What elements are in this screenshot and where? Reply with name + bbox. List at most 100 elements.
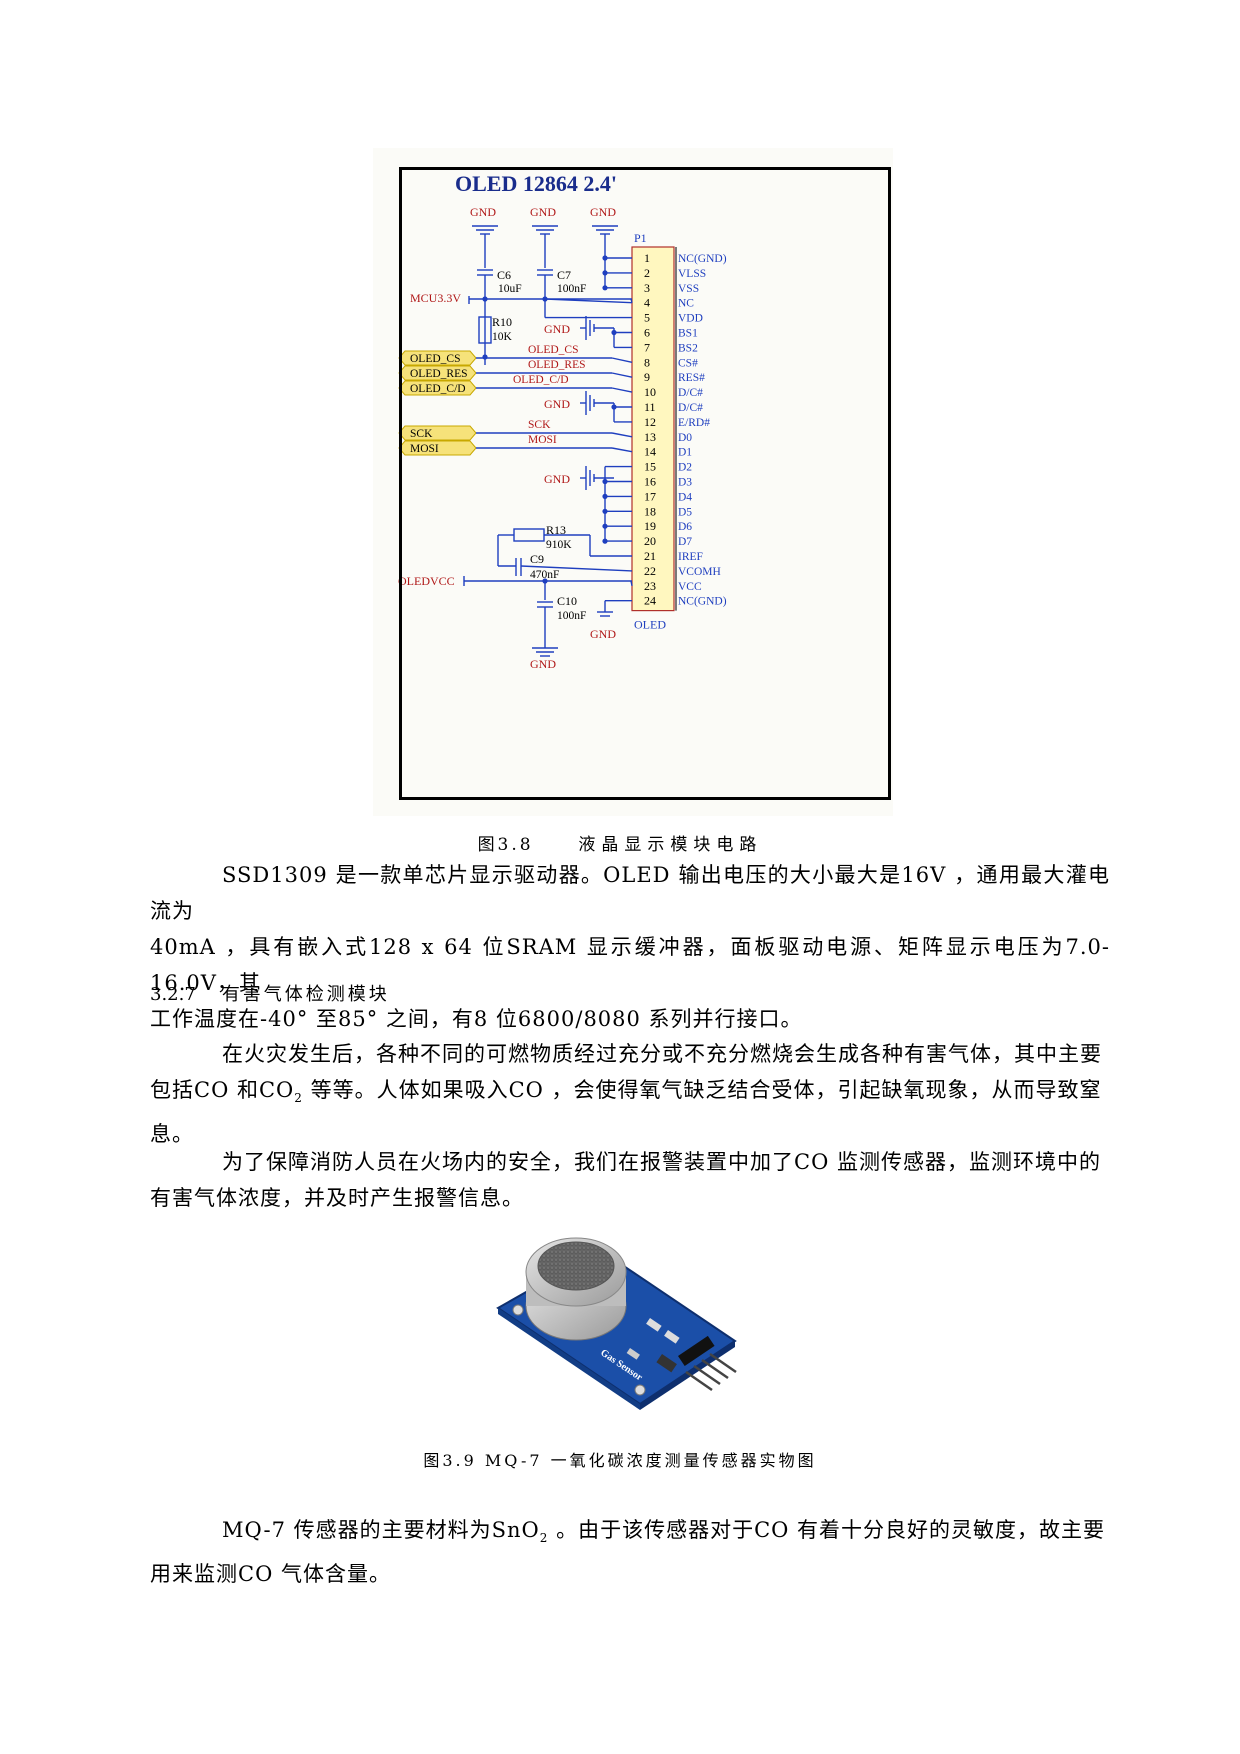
gnd-label-top: GND: [590, 205, 616, 219]
port-label: SCK: [410, 428, 433, 440]
c9-value: 470nF: [530, 569, 559, 581]
paragraph-co-monitor: 为了保障消防人员在火场内的安全，我们在报警装置中加了CO 监测传感器，监测环境中…: [150, 1144, 1110, 1216]
para2-line2: 包括CO 和CO2 等等。人体如果吸入CO ，会使得氧气缺乏结合受体，引起缺氧现…: [150, 1072, 1110, 1116]
pin-name: D3: [678, 477, 692, 489]
sno2-subscript: 2: [539, 1531, 549, 1546]
gnd-label: GND: [544, 322, 570, 336]
pin-number: 13: [644, 430, 656, 444]
pin-name: D1: [678, 447, 692, 459]
pin-name: VSS: [678, 283, 699, 295]
junction-dot: [611, 329, 617, 336]
gnd-label: GND: [544, 472, 570, 486]
para4-line2: 用来监测CO 气体含量。: [150, 1562, 391, 1587]
figure-3-8-caption: 图3.8 液晶显示模块电路: [0, 830, 1240, 855]
c10-name: C10: [557, 594, 577, 608]
caption-text: 液晶显示模块电路: [578, 835, 763, 855]
wire: [630, 298, 633, 303]
pin-number: 7: [644, 340, 650, 354]
r13-name: R13: [546, 523, 566, 537]
pin-number: 3: [644, 281, 650, 295]
oledvcc-net-label: OLEDVCC: [398, 574, 455, 588]
pin-number: 17: [644, 489, 656, 503]
caption-number: 图3.8: [477, 835, 534, 855]
pin-number: 24: [644, 594, 656, 608]
pin-number: 1: [644, 251, 650, 265]
connector-part: OLED: [634, 618, 666, 632]
pin-name: NC(GND): [678, 596, 727, 608]
para2-line3: 息。: [150, 1122, 194, 1147]
r10-resistor: [478, 316, 492, 344]
pin-number: 10: [644, 385, 656, 399]
para2-line2-b: 等等。人体如果吸入CO ，会使得氧气缺乏结合受体，引起缺氧现象，从而导致窒: [302, 1078, 1102, 1102]
c7-value: 100nF: [557, 283, 586, 295]
para1-line3: 工作温度在-40° 至85° 之间，有8 位6800/8080 系列并行接口。: [150, 1007, 803, 1031]
para3-line2: 有害气体浓度，并及时产生报警信息。: [150, 1186, 524, 1210]
paragraph-ssd1309: SSD1309 是一款单芯片显示驱动器。OLED 输出电压的大小最大是16V ，…: [150, 857, 1110, 1037]
pin-name: D/C#: [678, 387, 703, 399]
net-label: OLED_RES: [528, 359, 586, 371]
net-label: OLED_C/D: [513, 374, 569, 386]
pin-name: BS1: [678, 328, 698, 340]
r13-value: 910K: [546, 539, 572, 551]
c10-value: 100nF: [557, 610, 586, 622]
schematic-border: [399, 167, 891, 800]
pin-name: VDD: [678, 313, 703, 325]
gnd-label-pin24: GND: [590, 627, 616, 641]
pin-number: 9: [644, 370, 650, 384]
junction-dot: [602, 270, 608, 276]
paragraph-mq7: MQ-7 传感器的主要材料为SnO2 。由于该传感器对于CO 有着十分良好的灵敏…: [150, 1512, 1110, 1592]
net-label: OLED_CS: [528, 344, 578, 356]
pin-name: D0: [678, 432, 692, 444]
connector-ref: P1: [634, 231, 647, 245]
wire: [611, 357, 633, 363]
c6-name: C6: [497, 268, 511, 282]
port-label: OLED_CS: [410, 353, 460, 365]
figure-3-9-caption: 图3.9 MQ-7 一氧化碳浓度测量传感器实物图: [423, 1451, 817, 1470]
para2-line2-a: 包括CO 和CO: [150, 1078, 295, 1102]
pin-number: 6: [644, 326, 650, 340]
net-label: MOSI: [528, 434, 557, 446]
pin-number: 23: [644, 579, 656, 593]
port-label: OLED_RES: [410, 368, 468, 380]
junction-dot: [611, 404, 617, 410]
section-title: 有害气体检测模块: [221, 984, 390, 1005]
wire: [611, 372, 633, 378]
pin-number: 22: [644, 564, 656, 578]
para4-line1-a: MQ-7 传感器的主要材料为SnO: [222, 1518, 540, 1542]
gnd-label-top: GND: [530, 205, 556, 219]
junction-dot: [602, 255, 608, 261]
pin-number: 16: [644, 475, 656, 489]
paragraph-harmful-gas: 在火灾发生后，各种不同的可燃物质经过充分或不充分燃烧会生成各种有害气体，其中主要…: [150, 1036, 1110, 1152]
junction-dot: [602, 493, 608, 499]
section-number: 3.2.7: [150, 984, 196, 1005]
connector-body: [631, 246, 675, 612]
para3-line1: 为了保障消防人员在火场内的安全，我们在报警装置中加了CO 监测传感器，监测环境中…: [222, 1150, 1101, 1174]
pin-name: D5: [678, 506, 692, 518]
para2-line1: 在火灾发生后，各种不同的可燃物质经过充分或不充分燃烧会生成各种有害气体，其中主要: [222, 1042, 1102, 1066]
pin-number: 15: [644, 460, 656, 474]
port-label: OLED_C/D: [410, 383, 466, 395]
junction-dot: [602, 508, 608, 514]
pin-name: BS2: [678, 342, 698, 354]
pin-name: D7: [678, 536, 692, 548]
c6-value: 10uF: [498, 283, 522, 295]
pin-number: 4: [644, 296, 650, 310]
net-label: SCK: [528, 419, 551, 431]
pin-name: NC: [678, 298, 694, 310]
pin-number: 21: [644, 549, 656, 563]
port-label: MOSI: [410, 443, 439, 455]
pin-number: 2: [644, 266, 650, 280]
gnd-label: GND: [544, 397, 570, 411]
pin-number: 8: [644, 355, 650, 369]
wire: [520, 565, 633, 572]
pin-name: VCOMH: [678, 566, 721, 578]
pin-name: VCC: [678, 581, 702, 593]
pin-name: CS#: [678, 357, 698, 369]
pin-number: 11: [644, 400, 656, 414]
mcu-net-label: MCU3.3V: [410, 291, 461, 305]
pin-name: IREF: [678, 551, 703, 563]
gas-sensor-image: Gas Sensor: [496, 1237, 737, 1410]
junction-dot: [602, 478, 608, 485]
